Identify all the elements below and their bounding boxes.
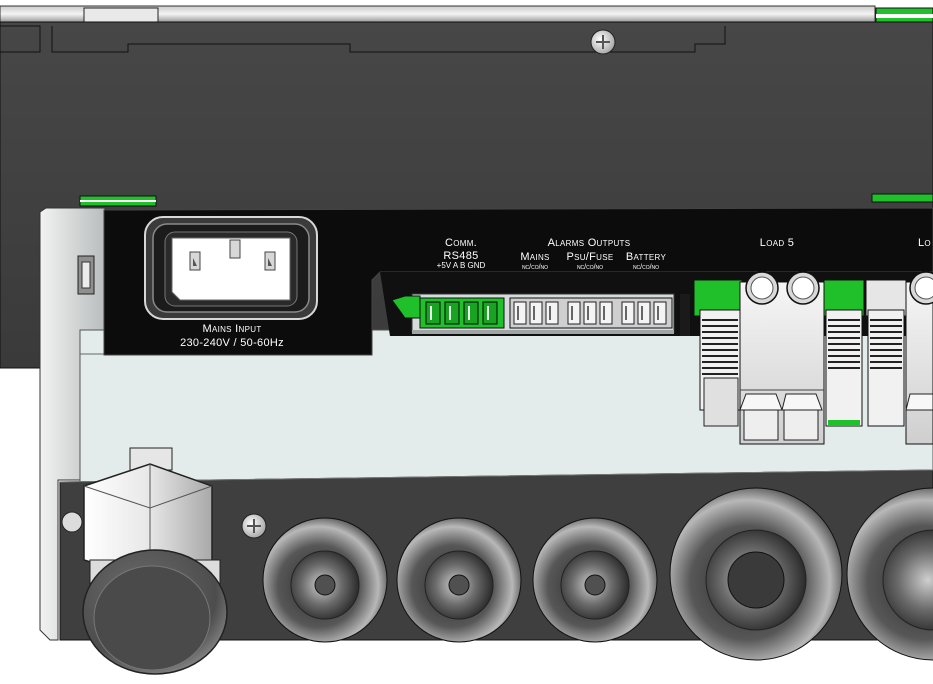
load5-label: Load 5 [760, 237, 794, 249]
load-terminals [693, 271, 933, 445]
alarm-battery-label: Battery [626, 251, 667, 263]
cable-gland-icon [61, 447, 228, 675]
cable-grommet-icon [262, 517, 388, 643]
mains-input-spec: 230-240V / 50-60Hz [180, 337, 284, 349]
cable-grommet-icon [396, 517, 522, 643]
alarm-psu-fuse-label: Psu/Fuse [566, 251, 613, 263]
alarm-terminals [509, 297, 673, 329]
bottom-panel [59, 469, 933, 661]
alarm-mains-label: Mains [520, 251, 549, 263]
alarm-mains-pins: nc/co/no [522, 264, 548, 271]
cable-grommet-icon [669, 487, 843, 661]
comm-label: Comm. [445, 237, 477, 249]
terminal-labels: Comm. RS485 +5V A B GND Alarms Outputs M… [437, 237, 931, 271]
rs485-terminals [425, 301, 498, 325]
load-next-label: Lo [918, 237, 931, 249]
mains-input-title: Mains Input [202, 323, 261, 335]
alarms-outputs-title: Alarms Outputs [548, 237, 631, 249]
cable-grommet-icon [846, 487, 933, 661]
cable-grommet-icon [532, 517, 658, 643]
alarm-battery-pins: nc/co/no [633, 264, 659, 271]
signal-terminal-strip [391, 293, 690, 336]
screw-terminal-icon [739, 271, 825, 445]
side-plate [39, 207, 106, 641]
comm-pins-label: +5V A B GND [437, 261, 486, 270]
mains-inlet: Mains Input 230-240V / 50-60Hz [144, 216, 318, 349]
alarm-psu-pins: nc/co/no [577, 264, 603, 271]
rs485-label: RS485 [443, 250, 478, 262]
